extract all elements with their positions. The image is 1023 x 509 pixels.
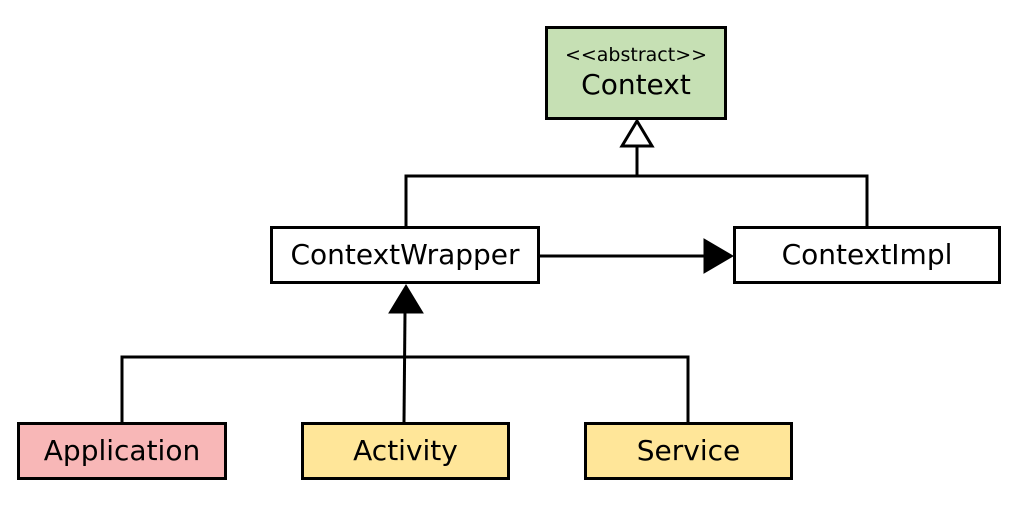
service-class-name: Service — [636, 433, 741, 467]
activity-stem-line — [402, 311, 407, 423]
filled-inheritance-arrowhead — [388, 284, 424, 314]
application-class-box: Application — [17, 422, 227, 480]
context-class-name: Context — [581, 68, 691, 102]
context-wrapper-class-name: ContextWrapper — [290, 237, 520, 271]
context-impl-class-name: ContextImpl — [781, 237, 953, 271]
context-impl-class-box: ContextImpl — [733, 226, 1001, 284]
context-class-box: <<abstract>> Context — [545, 26, 727, 120]
context-stereotype: <<abstract>> — [564, 44, 708, 67]
context-wrapper-class-box: ContextWrapper — [270, 226, 540, 284]
filled-association-arrowhead — [703, 238, 734, 274]
activity-class-name: Activity — [353, 433, 458, 467]
application-class-name: Application — [43, 433, 201, 467]
activity-class-box: Activity — [301, 422, 510, 480]
hollow-inheritance-arrowhead — [619, 118, 655, 148]
service-class-box: Service — [584, 422, 793, 480]
